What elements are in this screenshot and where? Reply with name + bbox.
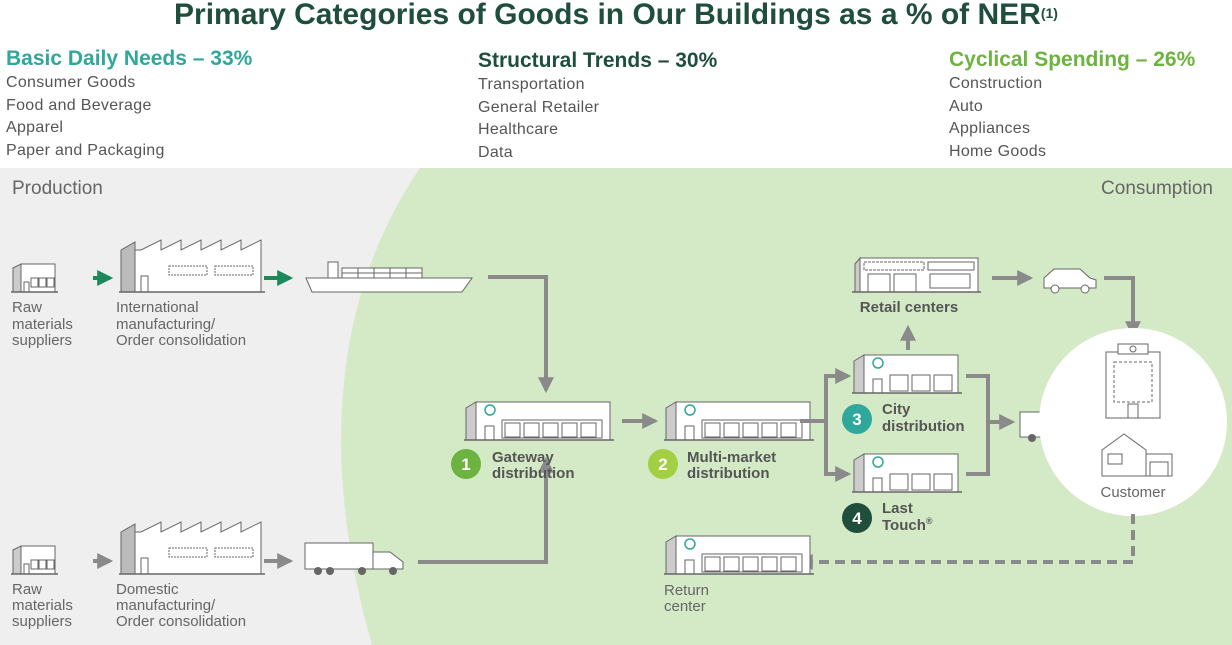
- supply-chain-diagram: Production Consumption Raw materials sup…: [0, 168, 1232, 645]
- step-label-line: distribution: [492, 465, 575, 482]
- house-icon: [1101, 433, 1173, 477]
- step-label-line: distribution: [687, 465, 770, 482]
- return-center-warehouse-icon: [663, 535, 815, 575]
- category-item: Transportation: [478, 76, 585, 93]
- category-heading: Structural Trends – 30%: [478, 49, 718, 72]
- category-structural-trends: Structural Trends – 30% Transportation G…: [478, 48, 717, 164]
- consumption-label: Consumption: [1101, 178, 1213, 199]
- cargo-ship-icon: [305, 261, 473, 293]
- step-label-line: Multi-market: [687, 449, 776, 466]
- last-touch-warehouse-icon: [851, 453, 963, 493]
- production-label: Production: [12, 178, 103, 199]
- manufacturing-label-line: manufacturing/: [116, 597, 216, 614]
- raw-materials-building-icon: [10, 545, 59, 575]
- step-number: 4: [852, 509, 862, 528]
- category-heading: Basic Daily Needs – 33%: [6, 47, 253, 70]
- raw-materials-label-line: Raw: [12, 299, 42, 316]
- category-basic-daily-needs: Basic Daily Needs – 33% Consumer Goods F…: [6, 46, 252, 162]
- multi-market-warehouse-icon: [663, 401, 815, 441]
- category-item: Data: [478, 143, 513, 161]
- retail-centers-label: Retail centers: [860, 299, 958, 316]
- category-item: Healthcare: [478, 121, 559, 138]
- raw-materials-label-line: materials: [12, 597, 73, 614]
- category-item: Apparel: [6, 119, 64, 136]
- flow-arrow: [824, 368, 852, 421]
- step-number: 1: [461, 455, 470, 474]
- step-number: 3: [852, 410, 861, 429]
- return-center-label-line: center: [664, 598, 706, 615]
- manufacturing-label-line: Order consolidation: [116, 613, 246, 630]
- category-item: Home Goods: [949, 142, 1047, 160]
- flow-arrow: [418, 456, 554, 564]
- customer-circle: [1039, 328, 1227, 516]
- return-flow-arrow: [796, 514, 1135, 570]
- step-label-line: Touch®: [882, 516, 933, 534]
- city-warehouse-icon: [851, 354, 963, 394]
- step-label-line: Gateway: [492, 449, 554, 466]
- step-2-badge: [648, 449, 678, 479]
- step-1-badge: [451, 449, 481, 479]
- page-title: Primary Categories of Goods in Our Build…: [0, 0, 1232, 30]
- manufacturing-label-line: Domestic: [116, 581, 179, 598]
- flow-arrow: [1104, 276, 1141, 338]
- step-label-line: Last: [882, 500, 913, 517]
- raw-materials-label-line: materials: [12, 316, 73, 333]
- manufacturing-label-line: Order consolidation: [116, 332, 246, 349]
- step-label-line: distribution: [882, 418, 965, 435]
- raw-materials-label-line: Raw: [12, 581, 42, 598]
- category-heading: Cyclical Spending – 26%: [949, 48, 1196, 71]
- return-center-label-line: Return: [664, 582, 709, 599]
- category-item: General Retailer: [478, 98, 600, 116]
- category-item: Construction: [949, 75, 1043, 92]
- raw-materials-label-line: suppliers: [12, 613, 72, 630]
- step-3-badge: [842, 404, 872, 434]
- car-icon: [1043, 268, 1097, 294]
- category-item: Paper and Packaging: [6, 141, 165, 159]
- manufacturing-label-line: manufacturing/: [116, 316, 216, 333]
- retail-store-icon: [852, 256, 981, 293]
- title-footnote: (1): [1040, 5, 1058, 21]
- raw-materials-building-icon: [10, 263, 59, 293]
- truck-icon: [304, 542, 404, 575]
- category-cyclical-spending: Cyclical Spending – 26% Construction Aut…: [949, 47, 1195, 163]
- step-4-badge: [842, 503, 872, 533]
- office-building-icon: [1105, 343, 1161, 419]
- category-item: Auto: [949, 97, 984, 115]
- step-number: 2: [658, 455, 667, 474]
- flow-arrow: [824, 421, 852, 482]
- title-text: Primary Categories of Goods in Our Build…: [174, 0, 1041, 31]
- flow-arrow: [488, 275, 554, 394]
- customer-label: Customer: [1100, 484, 1165, 501]
- category-item: Food and Beverage: [6, 96, 152, 114]
- raw-materials-label-line: suppliers: [12, 332, 72, 349]
- category-item: Consumer Goods: [6, 74, 136, 91]
- gateway-warehouse-icon: [463, 401, 615, 441]
- step-label-line: City: [882, 401, 911, 418]
- category-item: Appliances: [949, 120, 1031, 137]
- manufacturing-label-line: International: [116, 299, 199, 316]
